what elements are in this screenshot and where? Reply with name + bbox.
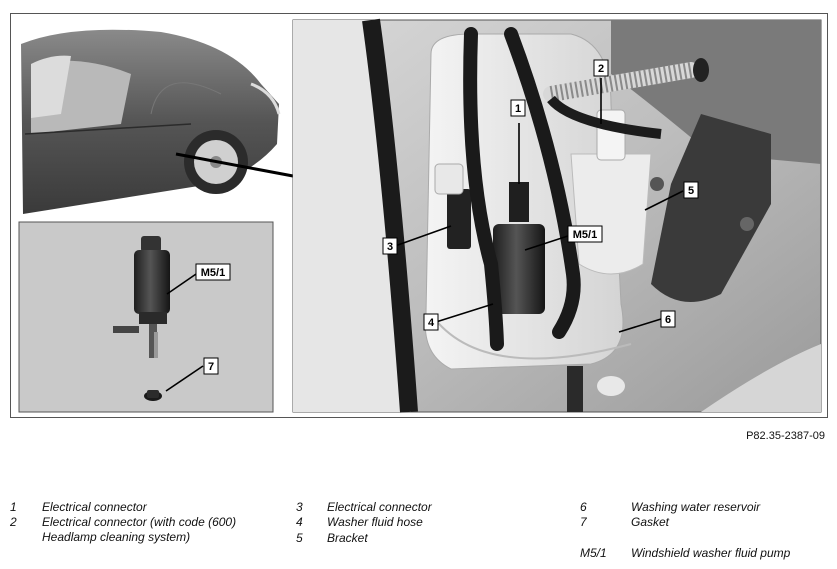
callout-leaders [165,78,684,392]
figure-reference: P82.35-2387-09 [746,430,825,442]
callout-6: 6 [660,310,676,328]
svg-text:M5/1: M5/1 [201,267,225,279]
callout-7: 7 [203,357,219,375]
svg-text:2: 2 [598,63,604,75]
legend-num: 1 [10,500,17,514]
legend-text: Electrical connector [327,500,432,514]
svg-text:1: 1 [515,103,521,115]
callout-2: 2 [593,59,609,77]
callout-3: 3 [382,237,398,255]
callout-1: 1 [510,99,526,117]
svg-text:M5/1: M5/1 [573,229,597,241]
callout-labels: 1 2 3 4 5 6 7 [195,59,699,375]
pump-detail-box [18,221,274,413]
legend-text: Electrical connector (with code (600) [42,515,237,529]
callout-4: 4 [423,313,439,331]
legend-num: 7 [580,515,587,529]
legend-text: Windshield washer fluid pump [631,546,791,560]
svg-text:6: 6 [665,314,671,326]
svg-text:3: 3 [387,241,393,253]
legend-text: Washer fluid hose [327,515,423,529]
svg-text:5: 5 [688,185,694,197]
car-thumbnail [19,20,294,216]
legend-text: Bracket [327,531,368,545]
legend-num: 2 [10,515,17,529]
figure-illustration: 1 2 3 4 5 6 7 [18,18,822,413]
engine-bay-photo [292,18,822,413]
legend-text: Washing water reservoir [631,500,761,514]
callout-5: 5 [683,181,699,199]
legend-num: 5 [296,531,303,545]
svg-text:4: 4 [428,317,435,329]
svg-text:7: 7 [208,361,214,373]
callout-m5-1-bay: M5/1 [567,225,603,243]
legend-text: Electrical connector [42,500,147,514]
legend-num: 3 [296,500,303,514]
legend-num: 4 [296,515,303,529]
figure-frame: 1 2 3 4 5 6 7 [10,13,828,418]
legend-text: Headlamp cleaning system) [42,530,191,544]
callout-m5-1-detail: M5/1 [195,263,231,281]
legend-num: 6 [580,500,587,514]
legend-num: M5/1 [580,546,607,560]
legend-text: Gasket [631,515,670,529]
